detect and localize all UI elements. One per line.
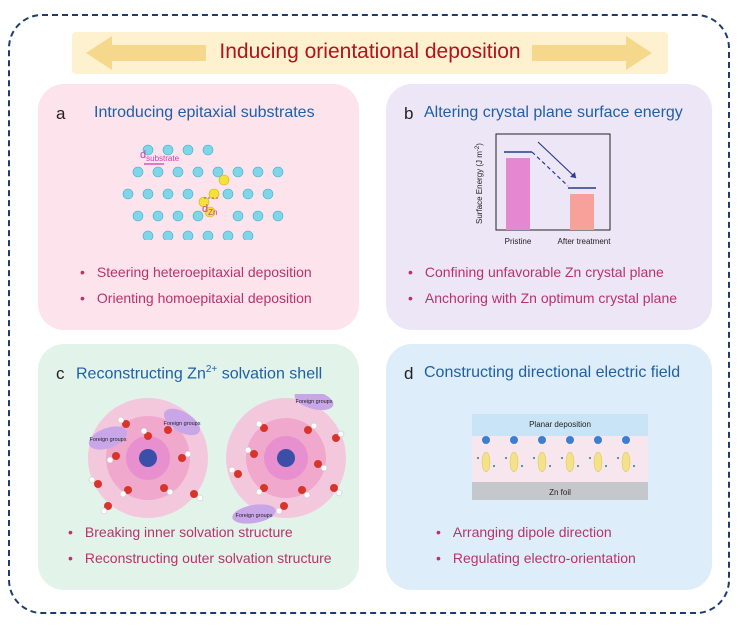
solvation-shell-diagram: Foreign groups Foreign groups Foreign gr… <box>88 394 346 524</box>
panel-d: d Constructing directional electric fiel… <box>386 344 712 590</box>
solvation-shell-left: Foreign groups Foreign groups <box>88 398 208 518</box>
epitaxial-lattice-diagram: dsubstrate dZn <box>122 144 284 240</box>
panel-title: Reconstructing Zn2+ solvation shell <box>76 364 323 383</box>
panel-b: b Altering crystal plane surface energy … <box>386 84 712 330</box>
bullet-item: Confining unfavorable Zn crystal plane <box>408 264 664 280</box>
panel-title: Introducing epitaxial substrates <box>94 104 315 121</box>
planar-deposition-label: Planar deposition <box>529 420 591 429</box>
bullet-item: Orienting homoepitaxial deposition <box>80 290 312 306</box>
svg-text:Foreign groups: Foreign groups <box>296 399 333 405</box>
outer-dashed-frame <box>8 14 730 614</box>
panel-title: Constructing directional electric field <box>424 364 681 381</box>
d-substrate-label: dsubstrate <box>140 149 180 163</box>
bullet-item: Anchoring with Zn optimum crystal plane <box>408 290 677 306</box>
electric-field-diagram: Planar deposition Zn foil <box>472 414 648 500</box>
zn-foil-label: Zn foil <box>549 488 571 497</box>
svg-text:Foreign groups: Foreign groups <box>236 513 273 519</box>
bar-after-treatment <box>570 194 594 230</box>
panel-c: c Reconstructing Zn2+ solvation shell Fo… <box>38 344 359 590</box>
svg-text:Foreign groups: Foreign groups <box>90 437 127 443</box>
panel-title: Altering crystal plane surface energy <box>424 104 683 121</box>
surface-energy-chart: Surface Energy (J m-2) Pristine After tr… <box>475 133 612 246</box>
bullet-item: Arranging dipole direction <box>436 524 612 540</box>
svg-text:Foreign groups: Foreign groups <box>164 421 201 427</box>
panel-a: a Introducing epitaxial substrates dsubs… <box>38 84 359 330</box>
panel-label: d <box>404 364 414 383</box>
banner-title: Inducing orientational deposition <box>219 40 521 63</box>
chart-ylabel: Surface Energy (J m-2) <box>475 143 484 224</box>
panel-label: c <box>56 364 65 383</box>
d-zn-label: dZn <box>202 203 217 217</box>
bullet-item: Regulating electro-orientation <box>436 550 636 566</box>
category-label: Pristine <box>505 237 532 246</box>
bullet-item: Reconstructing outer solvation structure <box>68 550 332 566</box>
left-arrow-icon <box>86 36 206 70</box>
panel-label: b <box>404 104 414 123</box>
solvation-shell-right: Foreign groups Foreign groups <box>226 394 346 524</box>
right-arrow-icon <box>532 36 652 70</box>
bar-pristine <box>506 158 530 230</box>
bullet-item: Breaking inner solvation structure <box>68 524 293 540</box>
panel-label: a <box>56 104 66 123</box>
bullet-item: Steering heteroepitaxial deposition <box>80 264 312 280</box>
category-label: After treatment <box>558 237 612 246</box>
